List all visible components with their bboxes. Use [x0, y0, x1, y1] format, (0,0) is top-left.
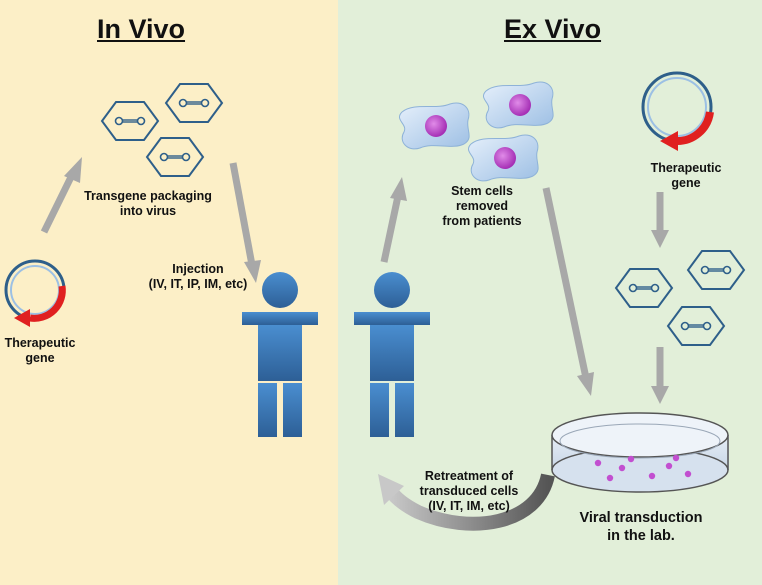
arrow-icon — [229, 162, 261, 283]
petri-dish-icon — [551, 412, 729, 493]
virus-icon — [101, 101, 159, 141]
therapeutic-gene-label: Therapeutic gene — [4, 336, 76, 365]
stem-cell-icon — [467, 134, 539, 182]
arrow-icon — [378, 473, 555, 531]
transgene-packaging-label: Transgene packaging into virus — [84, 189, 212, 218]
person-icon — [242, 272, 318, 437]
arrow-icon — [542, 187, 594, 396]
virus-icon — [146, 137, 204, 177]
arrow-icon — [40, 157, 82, 234]
virus-icon — [615, 268, 673, 308]
retreatment-label: Retreatment of transduced cells (IV, IT,… — [419, 469, 519, 513]
stem-cell-icon — [482, 81, 554, 129]
therapeutic-gene-label: Therapeutic gene — [650, 161, 722, 190]
stem-cell-icon — [398, 102, 470, 150]
in-vivo-title: In Vivo — [97, 14, 186, 44]
plasmid-icon — [641, 71, 714, 151]
virus-icon — [687, 250, 745, 290]
arrow-icon — [380, 177, 407, 263]
person-icon — [354, 272, 430, 437]
virus-icon — [165, 83, 223, 123]
arrow-icon — [651, 192, 669, 248]
stem-cells-label: Stem cells removed from patients — [442, 184, 522, 228]
virus-icon — [667, 306, 725, 346]
viral-transduction-label: Viral transduction in the lab. — [579, 510, 703, 544]
arrow-icon — [651, 347, 669, 404]
plasmid-icon — [4, 259, 66, 327]
ex-vivo-title: Ex Vivo — [504, 14, 602, 44]
injection-label: Injection (IV, IT, IP, IM, etc) — [148, 262, 248, 291]
